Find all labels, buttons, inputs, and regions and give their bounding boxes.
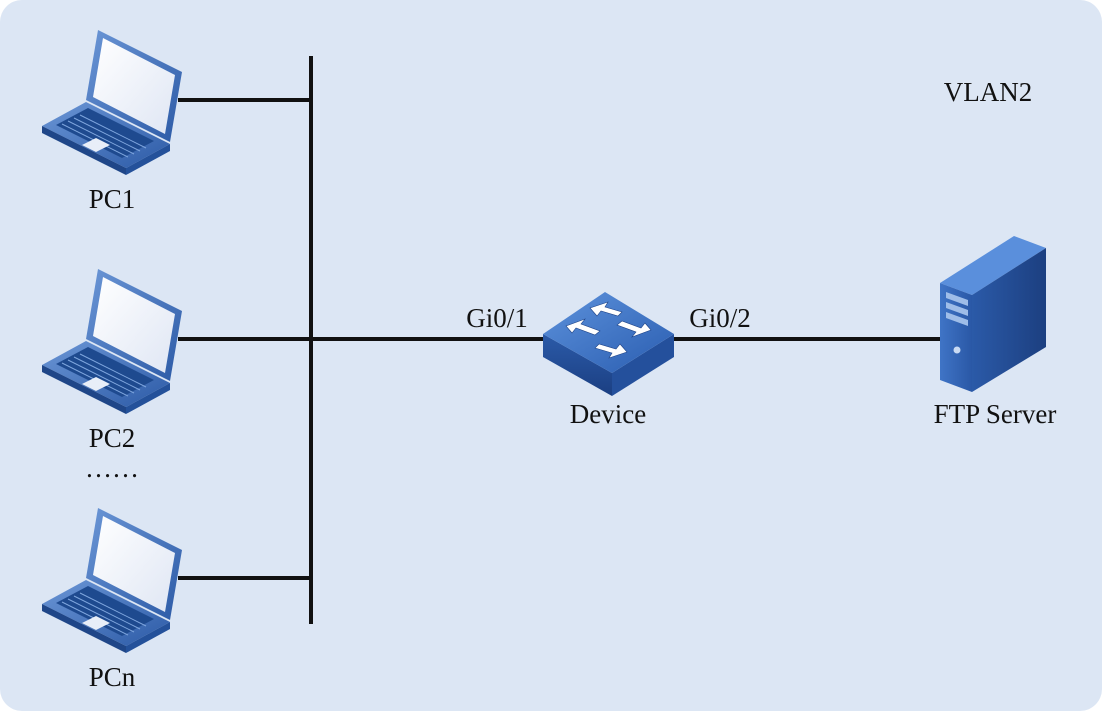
port-gi0-1-label: Gi0/1 [466,303,528,333]
device-label: Device [570,399,646,429]
pcn-label: PCn [89,662,136,692]
ellipsis-label: …… [85,453,139,483]
vlan-label: VLAN2 [944,77,1033,107]
ftp-server-icon [940,236,1046,392]
port-gi0-2-label: Gi0/2 [689,303,751,333]
switch-device-icon [543,292,674,396]
pc2-label: PC2 [89,423,136,453]
ftp-server-label: FTP Server [934,399,1057,429]
pc1-label: PC1 [89,184,136,214]
connection-lines [178,56,942,624]
